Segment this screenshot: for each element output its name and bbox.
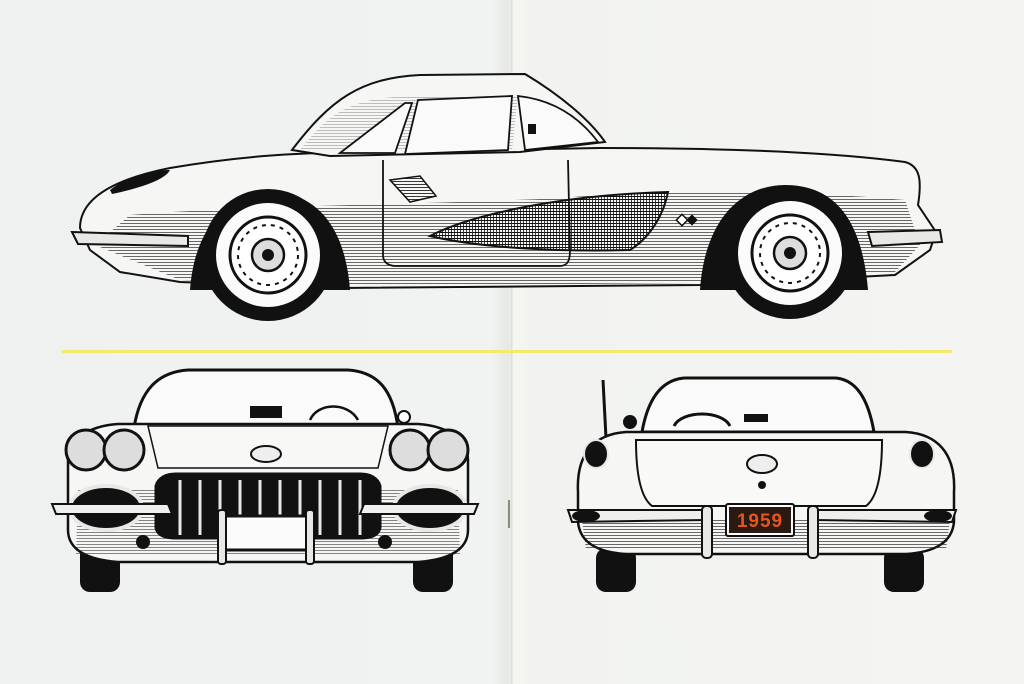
left-headlights bbox=[64, 428, 146, 472]
rear-license-plate: 1959 bbox=[725, 503, 795, 537]
staple-bottom bbox=[508, 500, 510, 528]
yellow-divider-line bbox=[62, 350, 952, 353]
rear-wheel bbox=[724, 187, 856, 319]
side-view-illustration bbox=[70, 72, 944, 321]
front-license-plate bbox=[220, 514, 312, 552]
center-fold bbox=[510, 0, 513, 684]
crossed-flags-icon bbox=[675, 213, 698, 227]
right-headlights bbox=[388, 428, 470, 472]
front-wheel bbox=[202, 189, 334, 321]
front-view-illustration bbox=[50, 368, 480, 592]
license-plate-text: 1959 bbox=[737, 511, 783, 532]
rear-view-illustration: 1959 bbox=[566, 376, 958, 592]
